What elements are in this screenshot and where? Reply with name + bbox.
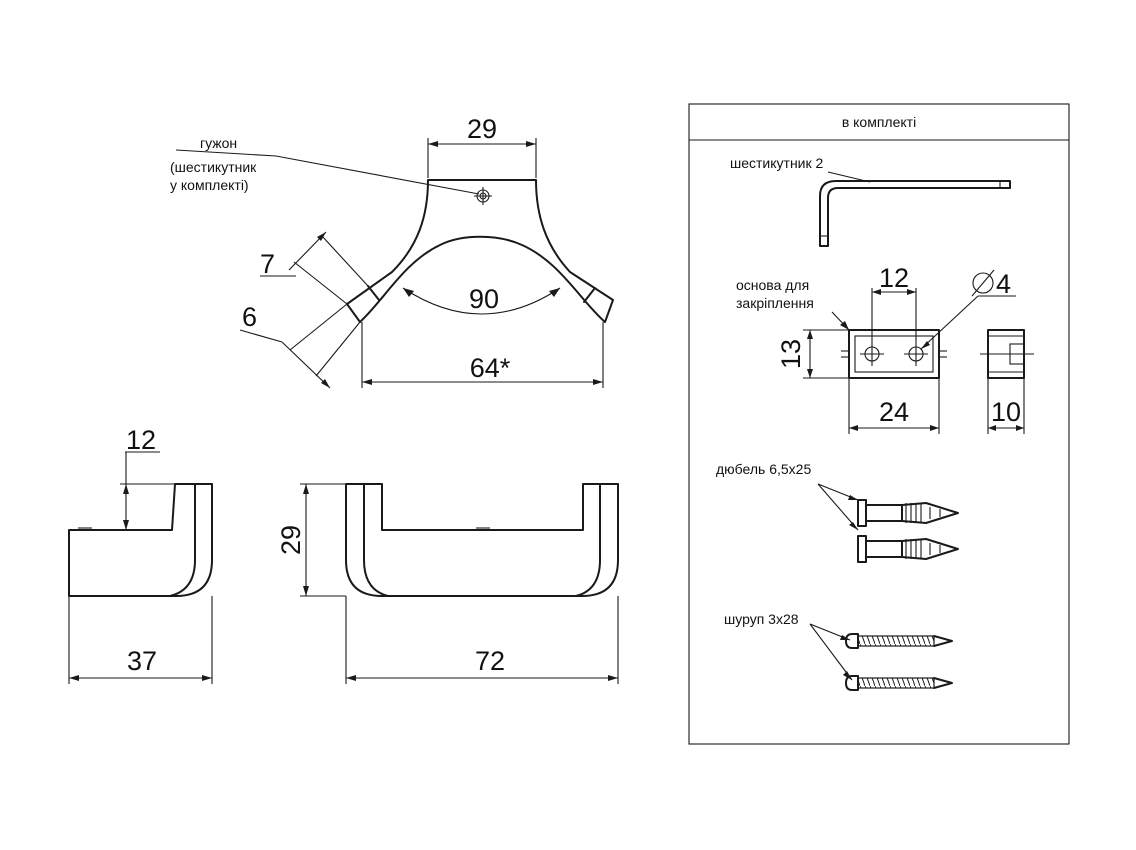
left-cap-line [367,285,380,301]
dowel-1 [857,499,959,527]
dim-top-width: 29 [467,114,497,144]
kit-panel-frame [688,103,1070,745]
top-view: гужон (шестикутник у комплекті) 29 64* 9… [170,114,614,389]
dim-side-37: 37 [127,646,157,676]
base-label-1: основа для [736,277,809,293]
mounting-base: основа для закріплення 12 4 13 [736,263,1016,434]
dim-side-12: 12 [126,425,156,455]
screw-2 [845,675,953,691]
screws: шуруп 3х28 [724,611,953,691]
dowel-2 [857,535,959,563]
side-outline [68,483,213,597]
base-label-2: закріплення [736,295,814,311]
hex-key-label: шестикутник 2 [730,155,824,171]
dim-base-12: 12 [879,263,909,293]
dowels: дюбель 6,5х25 [716,461,959,563]
side-view: 12 37 [68,425,213,684]
screw-1 [845,633,953,649]
dim-span: 64* [470,353,511,383]
dim-angle: 90 [469,284,499,314]
dim-arm-7: 7 [260,249,275,279]
dowel-label: дюбель 6,5х25 [716,461,811,477]
stud-note-2: у комплекті) [170,177,249,193]
dim-base-hole: 4 [996,269,1011,299]
front-inner-left [363,483,389,597]
front-inner-right [575,483,601,597]
hook-top-outline [346,179,614,323]
dim-base-24: 24 [879,397,909,427]
stud-note-1: (шестикутник [170,159,257,175]
kit-panel: в комплекті шестикутник 2 основа для зак… [688,103,1070,745]
dim-base-13: 13 [776,339,806,369]
dim-front-72: 72 [475,646,505,676]
dim-front-29: 29 [276,525,306,555]
screw-label: шуруп 3х28 [724,611,799,627]
base-side-view: 10 [980,329,1034,434]
front-outline [345,483,619,597]
dim-arm-6: 6 [242,302,257,332]
right-cap-line [583,287,596,303]
stud-symbol [474,187,492,205]
front-view: 29 72 [276,483,619,684]
hex-key: шестикутник 2 [730,155,1011,247]
stud-leader [175,149,480,195]
dim-base-10: 10 [991,397,1021,427]
side-inner-curve [169,483,196,597]
stud-label: гужон [200,135,237,151]
kit-panel-title: в комплекті [842,114,916,130]
